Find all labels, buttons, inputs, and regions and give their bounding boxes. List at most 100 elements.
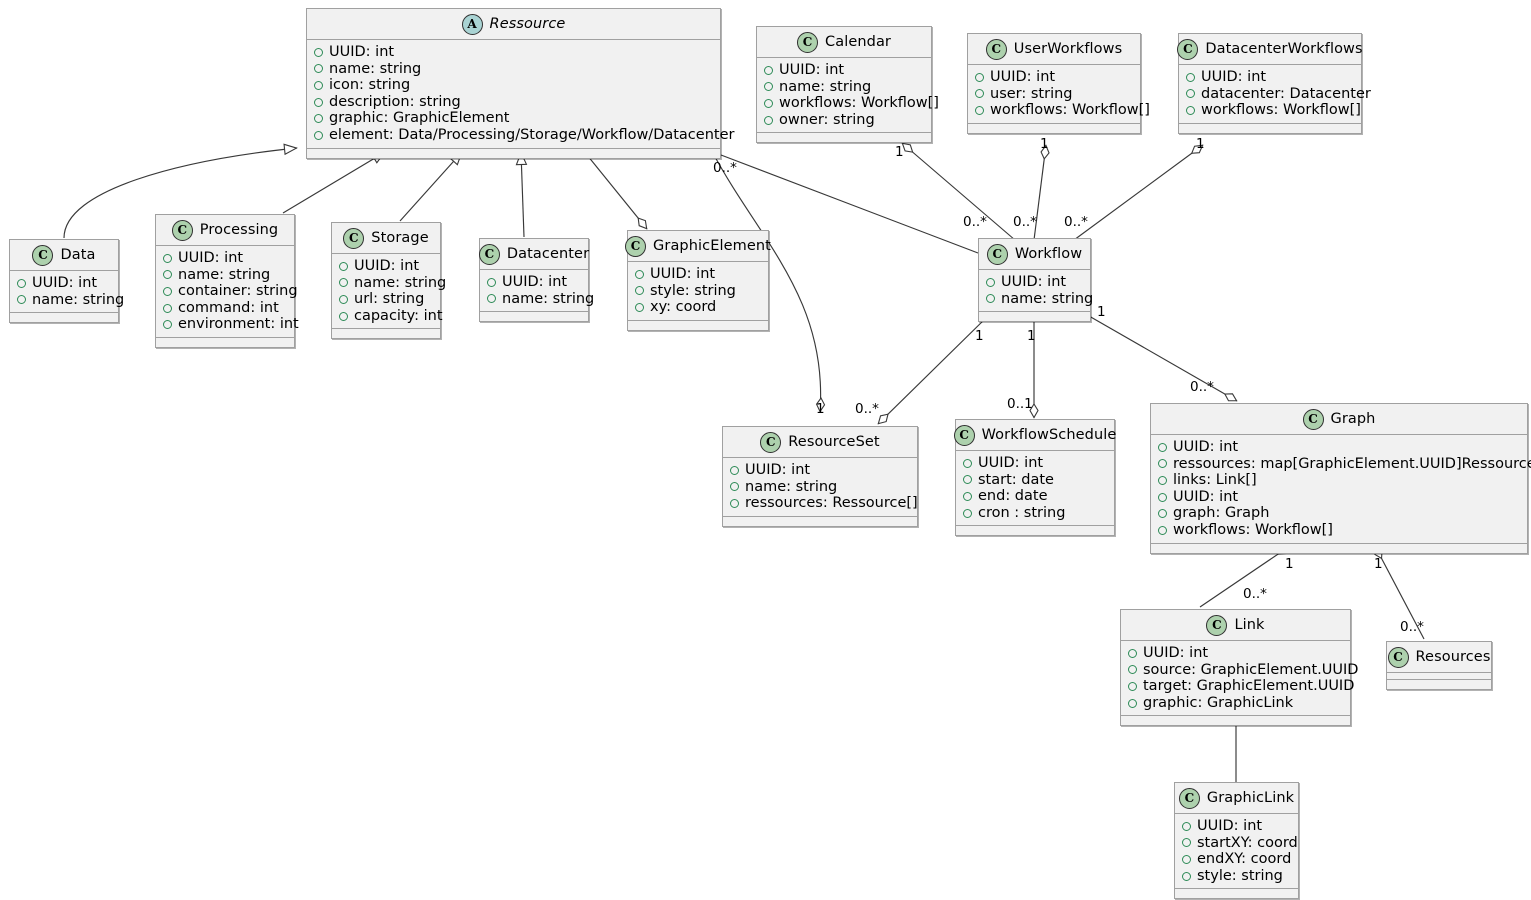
class-methods-workflow bbox=[979, 312, 1090, 322]
class-stereotype-icon: C bbox=[986, 243, 1008, 265]
multiplicity-m-res-set-bot: 1 bbox=[816, 401, 825, 417]
visibility-public-icon bbox=[1158, 492, 1167, 502]
attribute-row: element: Data/Processing/Storage/Workflo… bbox=[314, 127, 734, 144]
class-name-datacenterworkflows: DatacenterWorkflows bbox=[1205, 41, 1363, 57]
edge-processing-ressource bbox=[282, 151, 386, 214]
class-stereotype-icon: C bbox=[796, 31, 818, 53]
attribute-text: name: string bbox=[178, 266, 271, 283]
class-stereotype-icon: C bbox=[1206, 614, 1228, 636]
abstract-stereotype-icon: A bbox=[461, 13, 483, 35]
attribute-text: element: Data/Processing/Storage/Workflo… bbox=[329, 126, 735, 143]
attribute-text: UUID: int bbox=[329, 44, 395, 60]
multiplicity-m-wf-rs-1: 1 bbox=[975, 328, 984, 344]
visibility-public-icon bbox=[764, 82, 773, 92]
attribute-text: UUID: int bbox=[650, 266, 716, 282]
attribute-text: workflows: Workflow[] bbox=[1201, 102, 1361, 119]
attribute-text: name: string bbox=[502, 290, 595, 307]
attribute-text: name: string bbox=[779, 78, 872, 95]
class-methods-processing bbox=[156, 337, 294, 347]
visibility-public-icon bbox=[163, 286, 172, 296]
attribute-row: source: GraphicElement.UUID bbox=[1128, 662, 1358, 679]
attribute-row: graphic: GraphicElement bbox=[314, 110, 712, 127]
attribute-text: icon: string bbox=[329, 77, 411, 94]
attribute-row: description: string bbox=[314, 94, 712, 111]
edge-storage-ressource bbox=[399, 151, 463, 222]
visibility-public-icon bbox=[1182, 821, 1191, 831]
attribute-row: UUID: int bbox=[17, 275, 110, 292]
visibility-public-icon bbox=[314, 47, 323, 57]
attribute-row: workflows: Workflow[] bbox=[975, 102, 1150, 119]
attribute-text: workflows: Workflow[] bbox=[779, 95, 939, 112]
visibility-public-icon bbox=[1158, 459, 1167, 469]
class-methods-calendar bbox=[757, 133, 931, 143]
attribute-row: capacity: int bbox=[339, 308, 443, 325]
visibility-public-icon bbox=[730, 482, 739, 492]
class-stereotype-icon: C bbox=[985, 38, 1007, 60]
class-methods-link bbox=[1121, 716, 1350, 726]
visibility-public-icon bbox=[163, 303, 172, 313]
visibility-public-icon bbox=[730, 498, 739, 508]
attribute-text: UUID: int bbox=[779, 62, 845, 78]
attribute-row: UUID: int bbox=[963, 455, 1106, 472]
visibility-public-icon bbox=[339, 261, 348, 271]
visibility-public-icon bbox=[1182, 854, 1191, 864]
attribute-row: graphic: GraphicLink bbox=[1128, 695, 1342, 712]
attribute-text: cron : string bbox=[978, 504, 1066, 521]
attribute-text: name: string bbox=[1001, 290, 1094, 307]
visibility-public-icon bbox=[635, 302, 644, 312]
multiplicity-m-wf-dcw: 0..* bbox=[1064, 214, 1088, 230]
attribute-row: target: GraphicElement.UUID bbox=[1128, 678, 1354, 695]
class-methods-graphicelement bbox=[628, 320, 768, 330]
attribute-text: ressources: map[GraphicElement.UUID]Ress… bbox=[1173, 455, 1531, 472]
attribute-text: url: string bbox=[354, 291, 425, 308]
class-stereotype-icon: C bbox=[1302, 408, 1324, 430]
attribute-row: environment: int bbox=[163, 316, 299, 333]
attribute-row: UUID: int bbox=[975, 69, 1132, 86]
visibility-public-icon bbox=[163, 270, 172, 280]
attribute-row: container: string bbox=[163, 283, 298, 300]
visibility-public-icon bbox=[986, 277, 995, 287]
class-name-processing: Processing bbox=[199, 222, 279, 238]
visibility-public-icon bbox=[1128, 665, 1137, 675]
class-name-datacenter: Datacenter bbox=[506, 246, 590, 262]
attribute-text: name: string bbox=[32, 291, 125, 308]
class-name-workflowschedule: WorkflowSchedule bbox=[981, 427, 1117, 443]
attribute-text: UUID: int bbox=[1173, 439, 1239, 455]
visibility-public-icon bbox=[163, 253, 172, 263]
class-methods-resourceset bbox=[723, 516, 917, 526]
edge-datacenter-ressource bbox=[515, 151, 528, 238]
attribute-row: UUID: int bbox=[1182, 818, 1290, 835]
multiplicity-m-res-0n: 0..* bbox=[1400, 619, 1424, 635]
attribute-text: capacity: int bbox=[354, 307, 443, 324]
attribute-row: UUID: int bbox=[1158, 489, 1519, 506]
